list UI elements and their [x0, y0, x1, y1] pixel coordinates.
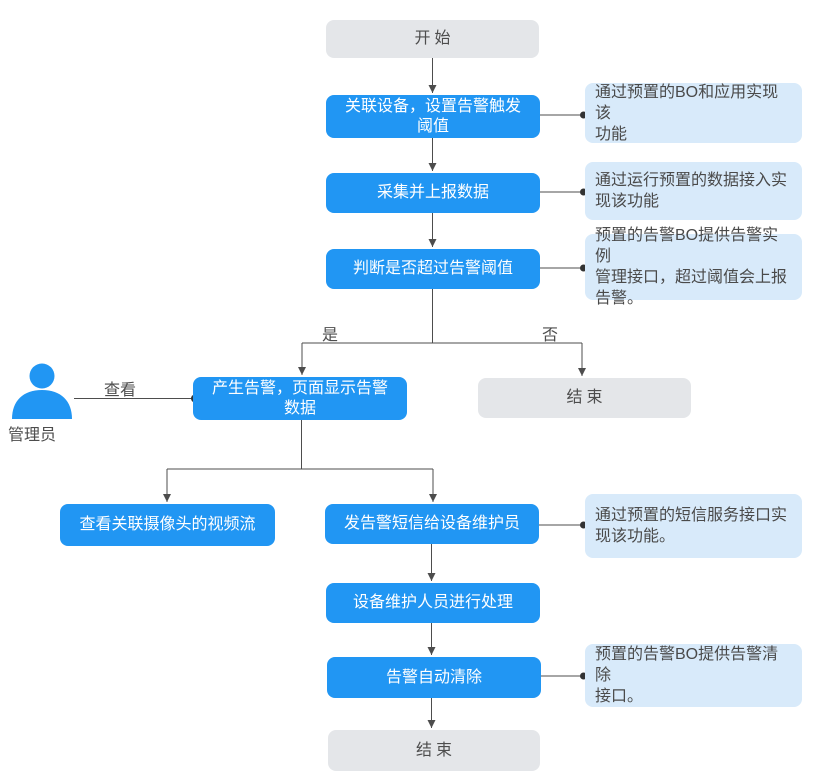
- node-associate-device: 关联设备，设置告警触发 阈值: [326, 95, 540, 138]
- node-judge-threshold: 判断是否超过告警阈值: [326, 249, 540, 289]
- node-maintainer-handle: 设备维护人员进行处理: [326, 583, 540, 623]
- annotation-alarm-clear-interface: 预置的告警BO提供告警清除 接口。: [585, 644, 802, 707]
- actor-label: 管理员: [8, 427, 57, 444]
- node-end-final: 结束: [328, 730, 540, 771]
- annotation-sms-service: 通过预置的短信服务接口实 现该功能。: [585, 494, 802, 558]
- annotation-data-access: 通过运行预置的数据接入实 现该功能: [585, 162, 802, 220]
- edge-label-no: 否: [542, 327, 559, 344]
- node-alarm-auto-clear: 告警自动清除: [327, 657, 541, 698]
- node-view-camera-stream: 查看关联摄像头的视频流: [60, 504, 275, 546]
- edge-label-yes: 是: [322, 327, 339, 344]
- admin-person-icon: [12, 363, 72, 419]
- annotation-bo-app: 通过预置的BO和应用实现该 功能: [585, 83, 802, 143]
- annotation-alarm-bo-interface: 预置的告警BO提供告警实例 管理接口，超过阈值会上报 告警。: [585, 227, 802, 307]
- node-send-alarm-sms: 发告警短信给设备维护员: [325, 504, 539, 544]
- node-start: 开始: [326, 20, 539, 58]
- node-end-no-branch: 结束: [478, 378, 691, 418]
- node-collect-report-data: 采集并上报数据: [326, 173, 540, 213]
- node-generate-alarm: 产生告警，页面显示告警 数据: [193, 377, 407, 420]
- edge-label-view: 查看: [104, 382, 137, 399]
